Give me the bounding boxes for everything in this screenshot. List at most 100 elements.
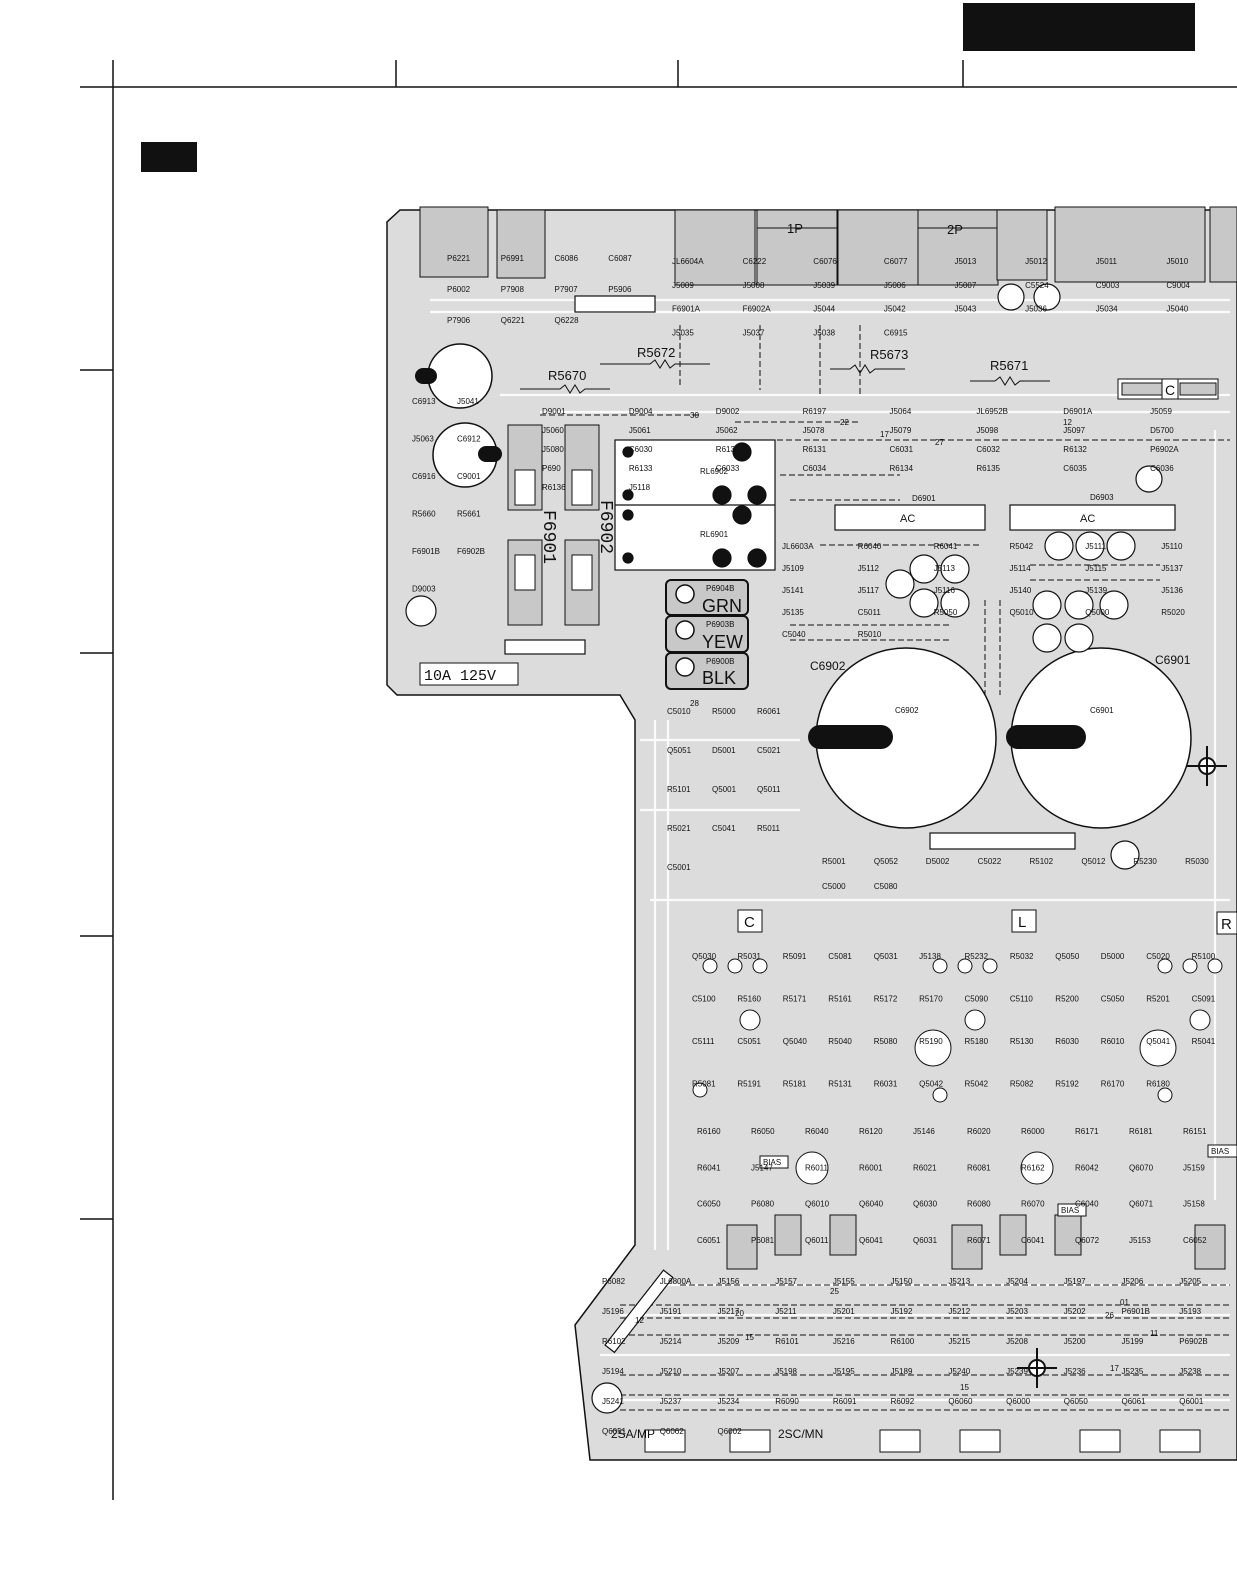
trace-number-label: 22 (840, 418, 849, 427)
part-ref-label: J5115 (1085, 564, 1107, 573)
part-ref-label: Q5051 (667, 746, 692, 755)
part-ref-label: C5090 (965, 995, 989, 1004)
jumper-jl6603a (929, 832, 1076, 850)
part-ref-label: R5030 (1185, 857, 1209, 866)
part-ref-label: C5111 (692, 1037, 715, 1046)
diode-label-d6903: D6903 (1090, 493, 1114, 502)
part-ref-label: Q6030 (913, 1200, 938, 1209)
part-ref-label: J5204 (1006, 1277, 1028, 1286)
part-ref-label: C6087 (608, 254, 632, 263)
part-ref-label: J5116 (934, 586, 956, 595)
part-ref-label: R5040 (828, 1037, 852, 1046)
part-ref-label: R5191 (737, 1080, 761, 1089)
part-ref-label: Q5012 (1081, 857, 1106, 866)
part-ref-label: C6086 (555, 254, 579, 263)
rating-box (419, 662, 519, 686)
part-ref-label: J5013 (955, 257, 977, 266)
ac-label-1: AC (900, 513, 915, 525)
jumper-jl6800a (604, 1269, 674, 1354)
part-ref-label: J5200 (1064, 1337, 1086, 1346)
part-ref-label: R5230 (1133, 857, 1157, 866)
part-ref-label: C5021 (757, 746, 781, 755)
part-ref-label: J5044 (813, 305, 835, 314)
channel-boxes (737, 909, 1237, 935)
trace-number-label: 26 (1105, 1311, 1114, 1320)
ic-label: C (1165, 382, 1175, 398)
part-ref-label: C5081 (828, 952, 852, 961)
trace-number-label: 20 (735, 1309, 744, 1318)
part-ref-label: J5238 (1179, 1367, 1201, 1376)
part-ref-label: J5236 (1064, 1367, 1086, 1376)
part-ref-label: Q6002 (718, 1427, 743, 1436)
part-ref-label: R6031 (874, 1080, 898, 1089)
part-ref-label: Q6072 (1075, 1236, 1100, 1245)
part-ref-label: J5078 (803, 426, 825, 435)
part-ref-label: J5097 (1063, 426, 1085, 435)
part-ref-label: R5080 (874, 1037, 898, 1046)
connector-label-1p: 1P (787, 221, 803, 236)
part-ref-label: J5159 (1183, 1163, 1205, 1172)
cap-label-c6901: C6901 (1155, 653, 1191, 667)
part-ref-label: R5021 (667, 824, 691, 833)
part-ref-label: C6036 (1150, 464, 1174, 473)
part-ref-label: JL6952B (976, 407, 1008, 416)
part-ref-label: J5098 (976, 426, 998, 435)
part-ref-label: P6902A (1150, 445, 1179, 454)
part-ref-label: J5234 (718, 1397, 740, 1406)
part-ref-label: J5211 (775, 1307, 797, 1316)
part-ref-label: R6170 (1101, 1080, 1125, 1089)
part-ref-label: J5155 (833, 1277, 855, 1286)
part-ref-label: R6131 (803, 445, 827, 454)
part-ref-label: Q6040 (859, 1200, 884, 1209)
trace-number-label: 12 (1063, 418, 1072, 427)
part-ref-label: Q5040 (783, 1037, 808, 1046)
part-ref-label: R5160 (737, 995, 761, 1004)
part-ref-label: R6041 (934, 542, 958, 551)
part-ref-label: Q5041 (1146, 1037, 1171, 1046)
part-ref-label: J5118 (629, 483, 651, 492)
part-ref-label: J5147 (751, 1163, 773, 1172)
part-ref-label: R5161 (828, 995, 852, 1004)
part-ref-label: J5062 (716, 426, 738, 435)
part-ref-label: P7907 (555, 285, 579, 294)
part-ref-label: R6050 (751, 1127, 775, 1136)
connector-label-2p: 2P (947, 222, 963, 237)
part-ref-label: C5080 (874, 882, 898, 891)
part-ref-label: R5011 (757, 824, 781, 833)
header-block (963, 3, 1195, 51)
part-ref-label: F6901B (412, 547, 440, 556)
wire-connector-3: P6900B (706, 657, 734, 666)
part-ref-label: R6041 (697, 1163, 721, 1172)
part-ref-label: P5906 (608, 285, 632, 294)
resistor-zigzags (520, 359, 1050, 394)
part-ref-label: J5208 (1006, 1337, 1028, 1346)
part-ref-label: J5034 (1096, 305, 1118, 314)
part-ref-label: R6081 (967, 1163, 991, 1172)
part-ref-label: J5010 (1166, 257, 1188, 266)
part-ref-label: D5700 (1150, 426, 1174, 435)
part-ref-label: J5158 (1183, 1200, 1205, 1209)
part-ref-label: Q6061 (1122, 1397, 1147, 1406)
part-ref-label: R6135 (976, 464, 1000, 473)
part-ref-label: J5189 (891, 1367, 913, 1376)
part-ref-label: P6082 (602, 1277, 626, 1286)
part-ref-label: C6052 (1183, 1236, 1207, 1245)
part-ref-label: J5063 (412, 435, 434, 444)
part-ref-label: C5011 (858, 608, 882, 617)
part-ref-label: J5212 (948, 1307, 970, 1316)
part-ref-label: C5051 (737, 1037, 761, 1046)
part-ref-label: Q5031 (874, 952, 899, 961)
part-ref-label: J5206 (1122, 1277, 1144, 1286)
part-ref-label: J5039 (813, 281, 835, 290)
part-ref-label: J5237 (660, 1397, 682, 1406)
part-ref-label: C5040 (782, 630, 806, 639)
part-ref-label: C5110 (1010, 995, 1034, 1004)
part-ref-label: J5138 (919, 952, 941, 961)
part-ref-label: J5009 (672, 281, 694, 290)
part-ref-label: R5010 (858, 630, 882, 639)
part-ref-label: R6100 (891, 1337, 915, 1346)
part-ref-label: C5020 (1146, 952, 1170, 961)
cap-label-c6902: C6902 (810, 659, 846, 673)
resistor-label-r5672: R5672 (637, 345, 675, 360)
part-ref-label: Q6228 (555, 316, 580, 325)
